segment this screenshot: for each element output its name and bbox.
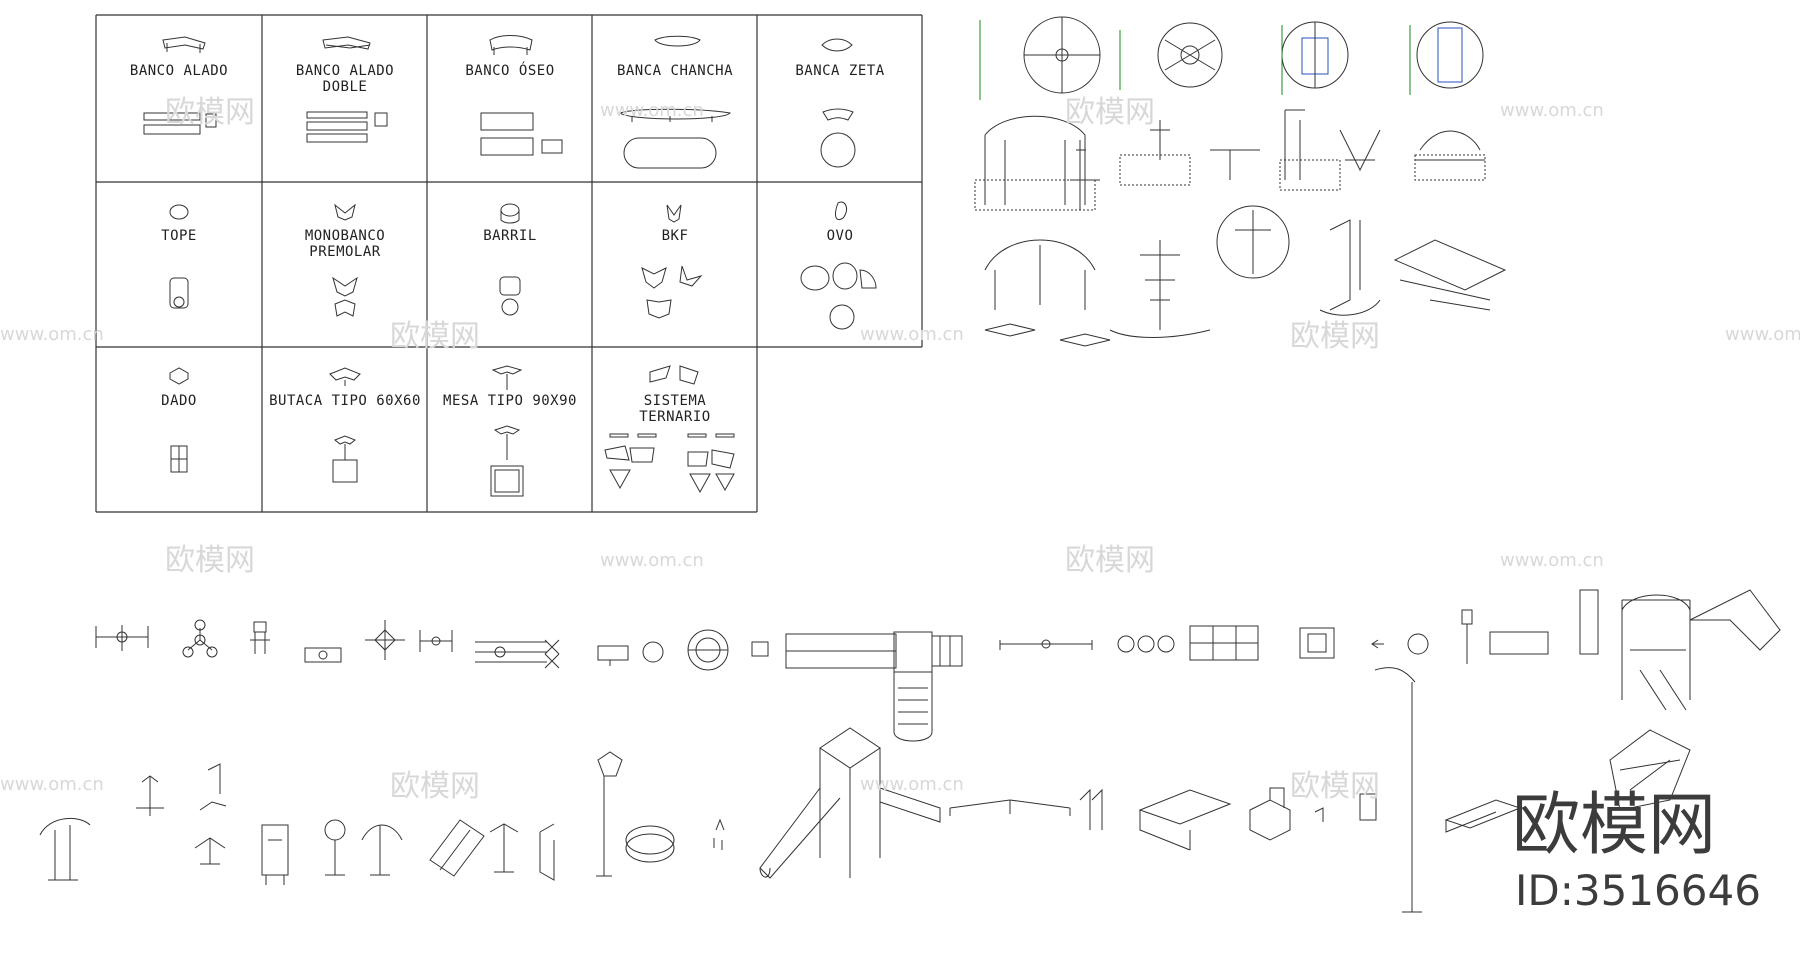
catalog-cell-label: MESA TIPO 90X90 bbox=[443, 393, 577, 409]
catalog-cell-label: BANCO ALADO bbox=[130, 63, 228, 79]
catalog-cell-label: BANCO ALADO bbox=[296, 63, 394, 79]
catalog-cell-label: BANCA CHANCHA bbox=[617, 63, 733, 79]
butaca-symbol bbox=[329, 367, 361, 483]
catalog-cell-label: BANCA ZETA bbox=[795, 63, 884, 79]
equipment-plan-row bbox=[95, 589, 1781, 742]
catalog-cell-label: BARRIL bbox=[483, 228, 537, 244]
sistema-ternario-symbol bbox=[604, 365, 735, 494]
watermark-url: www.om.cn bbox=[1500, 100, 1604, 121]
catalog-cell-label: DADO bbox=[161, 393, 197, 409]
watermark-cn: 欧模网 bbox=[165, 95, 255, 130]
detail-drawings bbox=[974, 16, 1507, 347]
ovo-symbol bbox=[800, 201, 877, 330]
dado-symbol bbox=[169, 367, 189, 473]
watermark-url: www.om.cn bbox=[860, 774, 964, 795]
banca-chancha-symbol bbox=[618, 35, 731, 169]
monobanco-premolar-symbol bbox=[332, 203, 358, 317]
catalog-symbols bbox=[143, 35, 877, 497]
tope-symbol bbox=[169, 204, 189, 309]
bkf-symbol bbox=[641, 204, 703, 319]
watermark-url: www.om.cn bbox=[1500, 550, 1604, 571]
banco-alado-symbol bbox=[143, 36, 217, 135]
watermark-cn: 欧模网 bbox=[1290, 319, 1380, 354]
logo-badge: 欧模网 ID:3516646 bbox=[1512, 786, 1761, 915]
logo-name: 欧模网 bbox=[1512, 786, 1716, 865]
catalog-cell-label: BKF bbox=[662, 228, 689, 244]
catalog-table bbox=[95, 14, 923, 513]
watermark-url: www.om.cn bbox=[0, 774, 104, 795]
watermark-cn: 欧模网 bbox=[1290, 769, 1380, 804]
watermark-url: www.om.cn bbox=[860, 324, 964, 345]
banco-oseo-symbol bbox=[480, 35, 563, 156]
barril-symbol bbox=[499, 203, 521, 316]
watermark-url: www.om.cn bbox=[600, 100, 704, 121]
catalog-cell-label: PREMOLAR bbox=[309, 244, 381, 260]
catalog-cell-label: BUTACA TIPO 60X60 bbox=[269, 393, 421, 409]
catalog-cell-label: DOBLE bbox=[323, 79, 368, 95]
watermark-cn: 欧模网 bbox=[390, 319, 480, 354]
equipment-isometric-row bbox=[39, 667, 1691, 913]
catalog-cell-label: MONOBANCO bbox=[305, 228, 385, 244]
watermark-cn: 欧模网 bbox=[390, 769, 480, 804]
watermark-cn: 欧模网 bbox=[1065, 543, 1155, 578]
banco-alado-doble-symbol bbox=[306, 36, 388, 143]
logo-id: ID:3516646 bbox=[1515, 866, 1761, 915]
banca-zeta-symbol bbox=[820, 38, 856, 168]
catalog-cell-label: SISTEMA bbox=[644, 393, 707, 409]
watermark-url: www.om.cn bbox=[600, 550, 704, 571]
watermark-url: www.om.cn bbox=[1725, 324, 1800, 345]
watermark-url: www.om.cn bbox=[0, 324, 104, 345]
catalog-cell-label: BANCO ÓSEO bbox=[465, 61, 554, 79]
catalog-cell-label: TERNARIO bbox=[639, 409, 710, 425]
catalog-cell-label: TOPE bbox=[161, 228, 197, 244]
watermark-cn: 欧模网 bbox=[165, 543, 255, 578]
catalog-cell-label: OVO bbox=[827, 228, 854, 244]
watermark-cn: 欧模网 bbox=[1065, 95, 1155, 130]
mesa-symbol bbox=[490, 365, 524, 497]
watermark-layer: 欧模网 www.om.cn 欧模网 www.om.cn www.om.cn 欧模… bbox=[0, 95, 1800, 804]
